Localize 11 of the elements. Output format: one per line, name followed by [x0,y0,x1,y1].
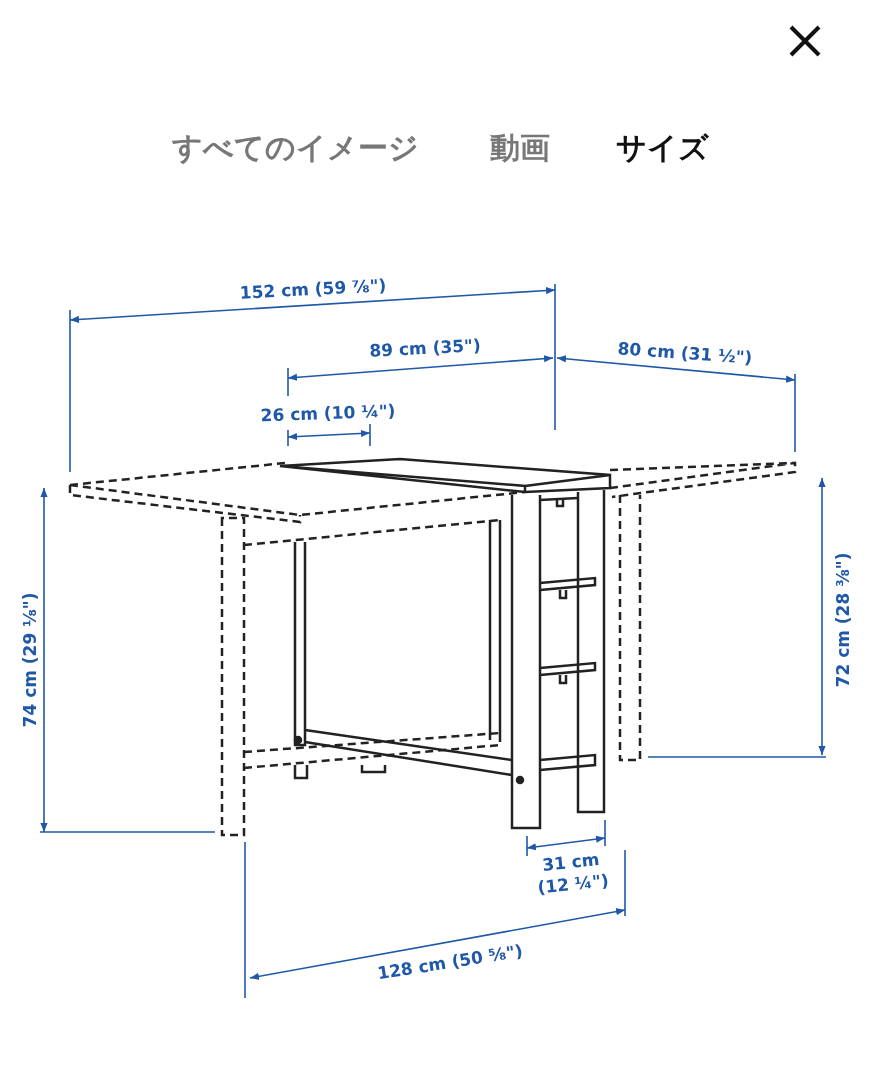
dimension-label: 72 cm (28 ⅜") [831,552,854,688]
dimension-label: 89 cm (35") [368,334,482,362]
dimension-label: 128 cm (50 ⅝") [375,939,525,985]
tab: 動画 [490,127,550,169]
dimension-label: 26 cm (10 ¼") [260,399,396,427]
dimension-label: 152 cm (59 ⅞") [239,274,387,304]
dimension-label: 74 cm (29 ⅛") [18,592,41,728]
tab: サイズ [615,127,709,169]
tab: すべてのイメージ [171,127,419,169]
dimension-label: 80 cm (31 ½") [616,337,754,369]
dimension-label: 31 cm (12 ¼") [535,848,611,900]
